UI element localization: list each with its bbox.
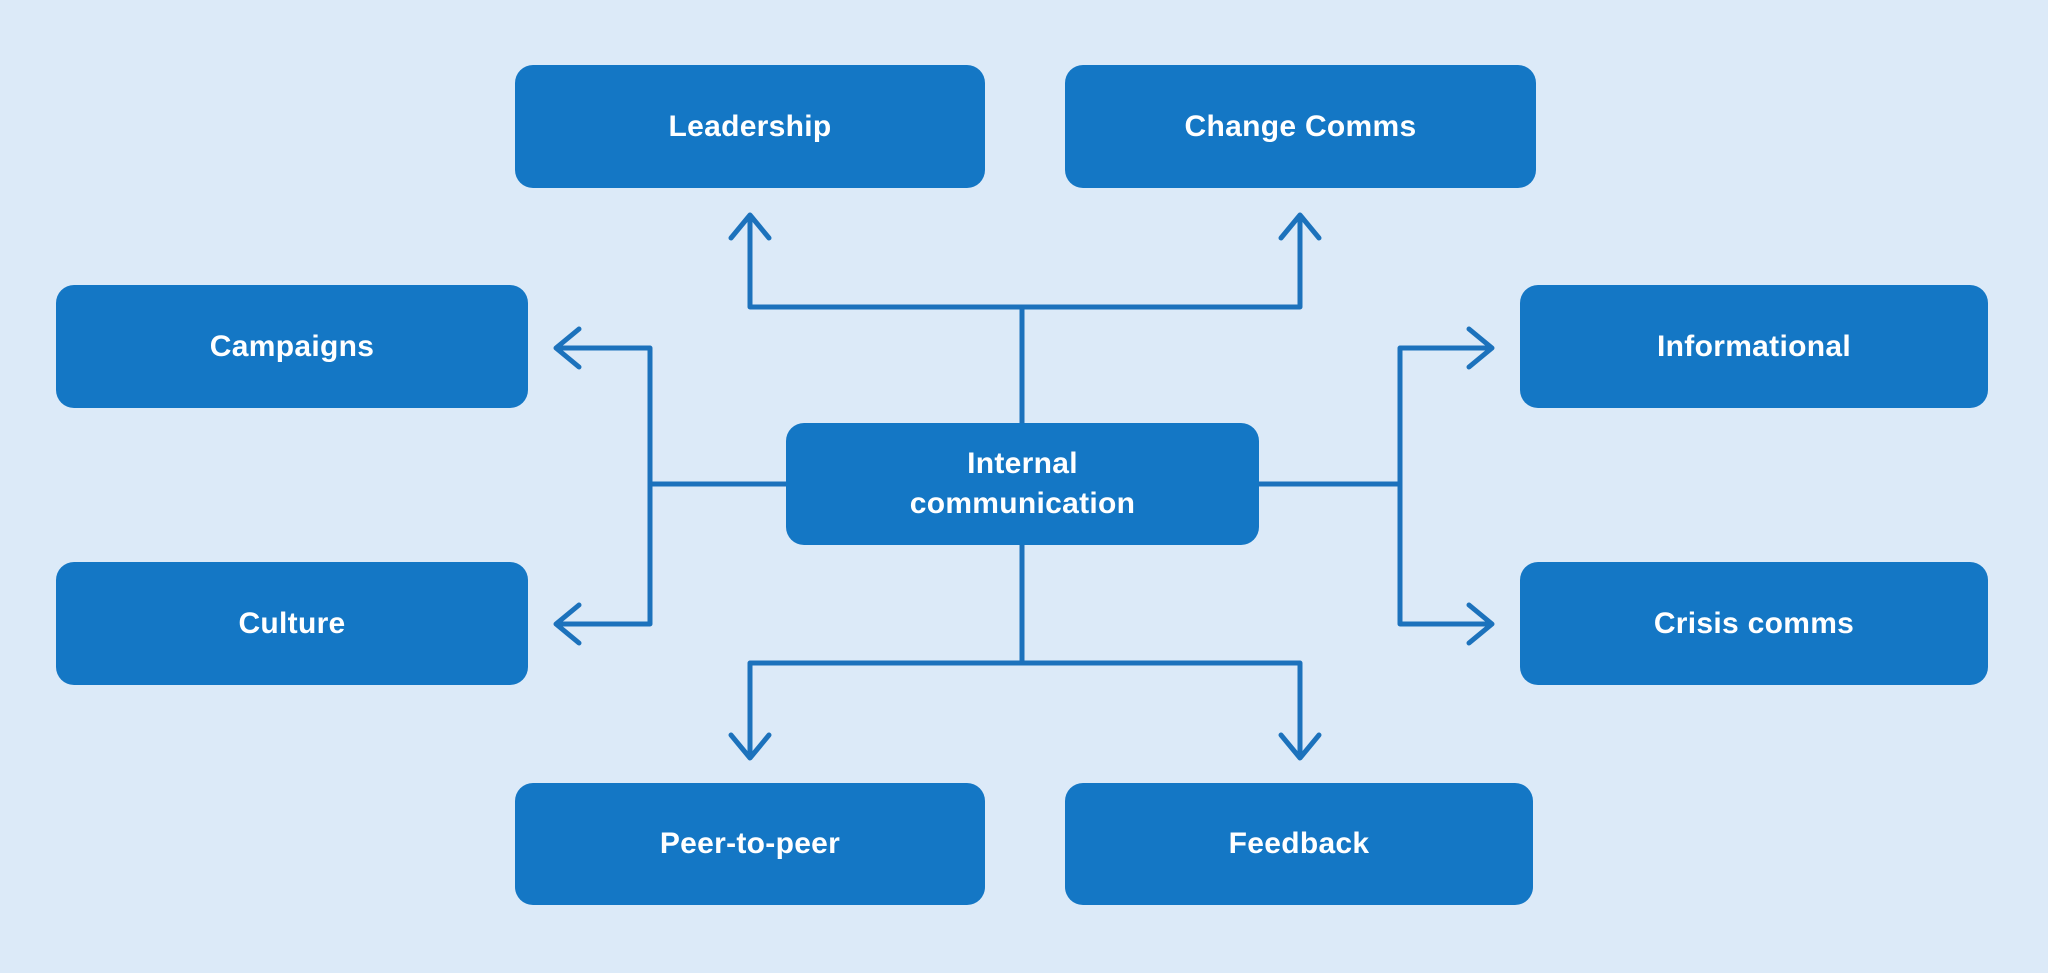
node-label: Internal communication [910,444,1136,524]
connector-left [553,326,789,646]
node-label-line2: communication [909,487,1136,520]
node-label: Leadership [668,109,832,143]
node-label: Culture [238,606,346,640]
connector-left-rail [554,345,653,627]
node-label-line1: Internal [967,447,1078,480]
node-leadership: Leadership [515,65,985,188]
node-label: Peer-to-peer [659,827,841,860]
node-label: Feedback [1228,827,1370,860]
connector-top [728,212,1322,427]
node-label: Informational [1657,329,1851,363]
arrow-up-icon [1278,212,1322,241]
arrow-right-icon [1466,602,1495,646]
node-internal-communication: Internal communication [786,423,1259,545]
arrow-left-icon [553,326,582,370]
arrow-up-icon [728,212,772,241]
connector-right-rail [1397,345,1494,627]
node-peer-to-peer: Peer-to-peer [515,783,985,905]
arrow-down-icon [728,732,772,761]
arrow-left-icon [553,602,582,646]
node-crisis-comms: Crisis comms [1520,562,1988,685]
node-feedback: Feedback [1065,783,1533,905]
node-label: Change Comms [1184,109,1417,143]
node-label: Crisis comms [1653,606,1855,640]
node-label: Campaigns [209,329,375,363]
node-culture: Culture [56,562,528,685]
node-informational: Informational [1520,285,1988,408]
connector-top-rail [747,213,1303,310]
connector-bottom-rail [747,660,1303,760]
arrow-down-icon [1278,732,1322,761]
connector-bottom [728,541,1322,761]
arrow-right-icon [1466,326,1495,370]
node-change-comms: Change Comms [1065,65,1536,188]
node-campaigns: Campaigns [56,285,528,408]
connector-right [1255,326,1495,646]
